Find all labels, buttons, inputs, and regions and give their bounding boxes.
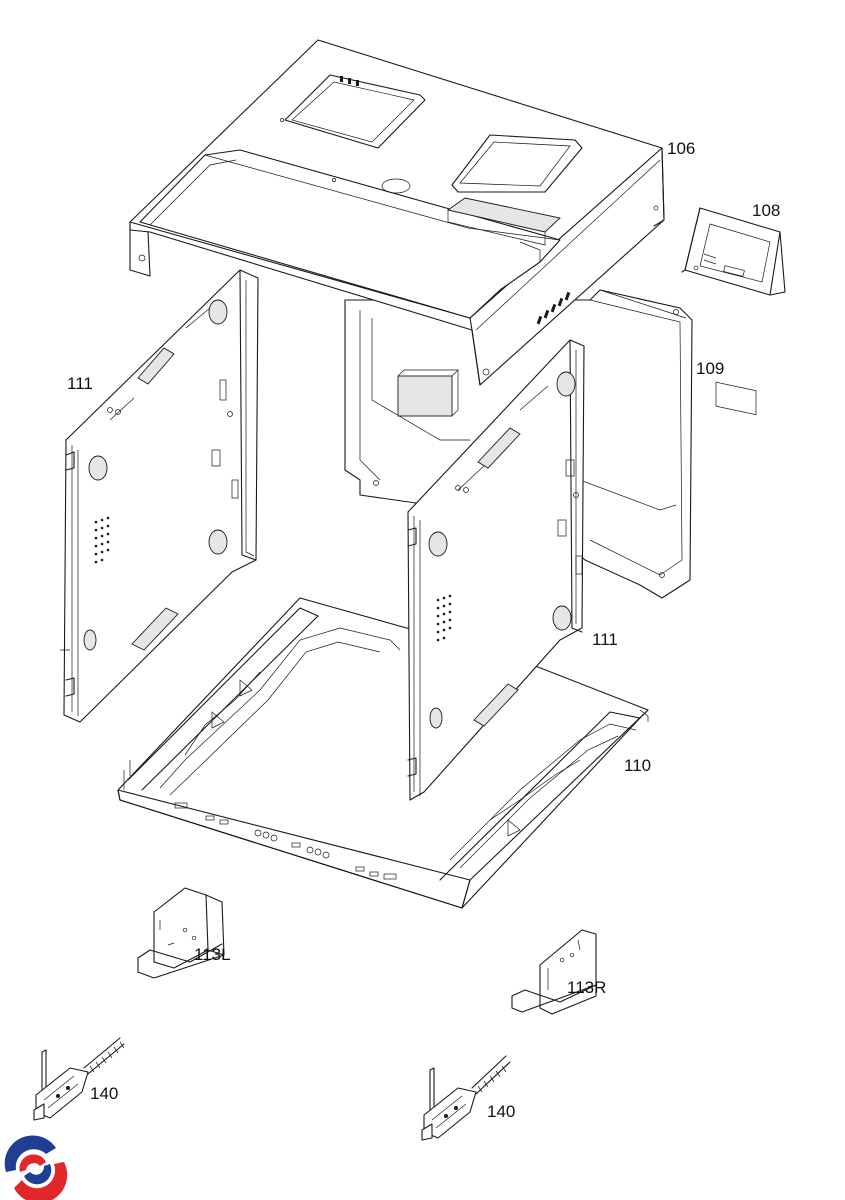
left-side-panel-drawing [60, 269, 259, 723]
callout-106: 106 [667, 139, 696, 158]
callout-113L: 113L [194, 945, 231, 964]
callout-111-left: 111 [67, 374, 93, 393]
top-cover-vent-slots [340, 76, 571, 325]
callout-109: 109 [696, 359, 725, 378]
callout-140-left: 140 [90, 1084, 119, 1103]
brand-logo-icon [4, 1135, 68, 1200]
callout-108: 108 [752, 201, 781, 220]
control-bracket-drawing [681, 207, 786, 416]
rail-right-drawing [511, 929, 597, 1015]
hinge-right-drawing [421, 1055, 511, 1141]
hinge-left-drawing [33, 1037, 125, 1121]
top-cover-drawing [129, 39, 665, 386]
base-frame-drawing [117, 597, 649, 909]
right-side-panel-drawing [407, 339, 585, 801]
callout-140-right: 140 [487, 1102, 516, 1121]
callout-110: 110 [624, 756, 652, 775]
left-vent-grid [94, 516, 110, 564]
right-vent-grid [436, 594, 452, 642]
callout-111-right: 111 [592, 630, 618, 649]
callout-113R: 113R [567, 978, 607, 997]
rail-left-drawing [137, 887, 225, 979]
